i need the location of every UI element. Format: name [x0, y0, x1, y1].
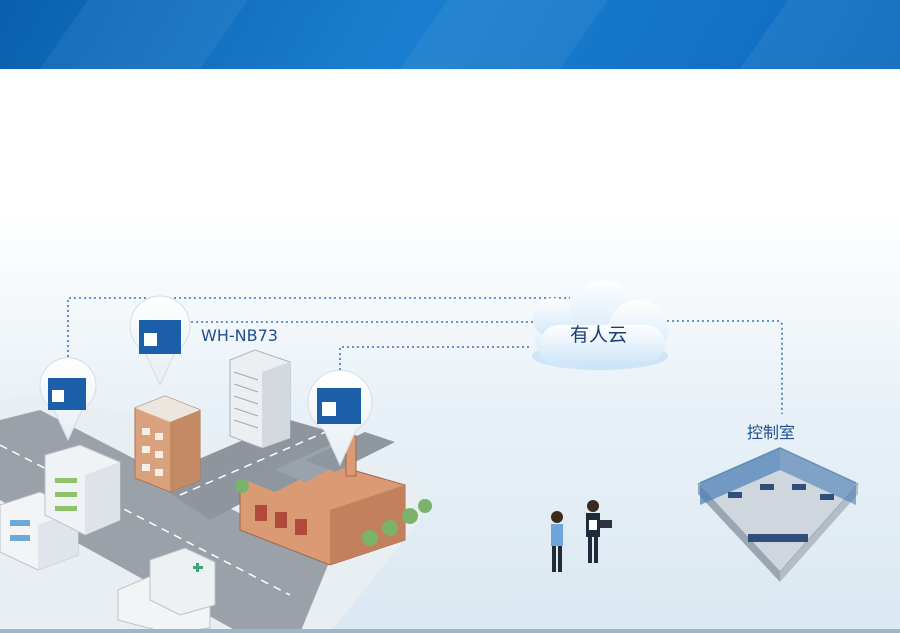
trees — [235, 479, 432, 546]
header-banner — [0, 0, 900, 69]
device-pin-middle — [129, 295, 191, 387]
link-line-control-room — [662, 320, 783, 414]
cloud-icon — [532, 280, 668, 370]
device-pin-left — [39, 357, 97, 442]
link-line-right-device — [339, 346, 532, 390]
building-highrise — [229, 349, 291, 449]
bottom-border — [0, 629, 900, 633]
building-brick-tower — [134, 395, 201, 493]
link-line-middle — [159, 318, 540, 323]
building-left-green — [44, 444, 121, 536]
device-pin-right — [307, 369, 373, 467]
control-room-illustration — [697, 447, 859, 582]
cloud-label: 有人云 — [570, 324, 628, 346]
people-figures — [551, 500, 612, 572]
device-model-label: WH-NB73 — [201, 326, 278, 345]
control-room-label: 控制室 — [747, 423, 796, 442]
building-hospital — [117, 547, 216, 633]
